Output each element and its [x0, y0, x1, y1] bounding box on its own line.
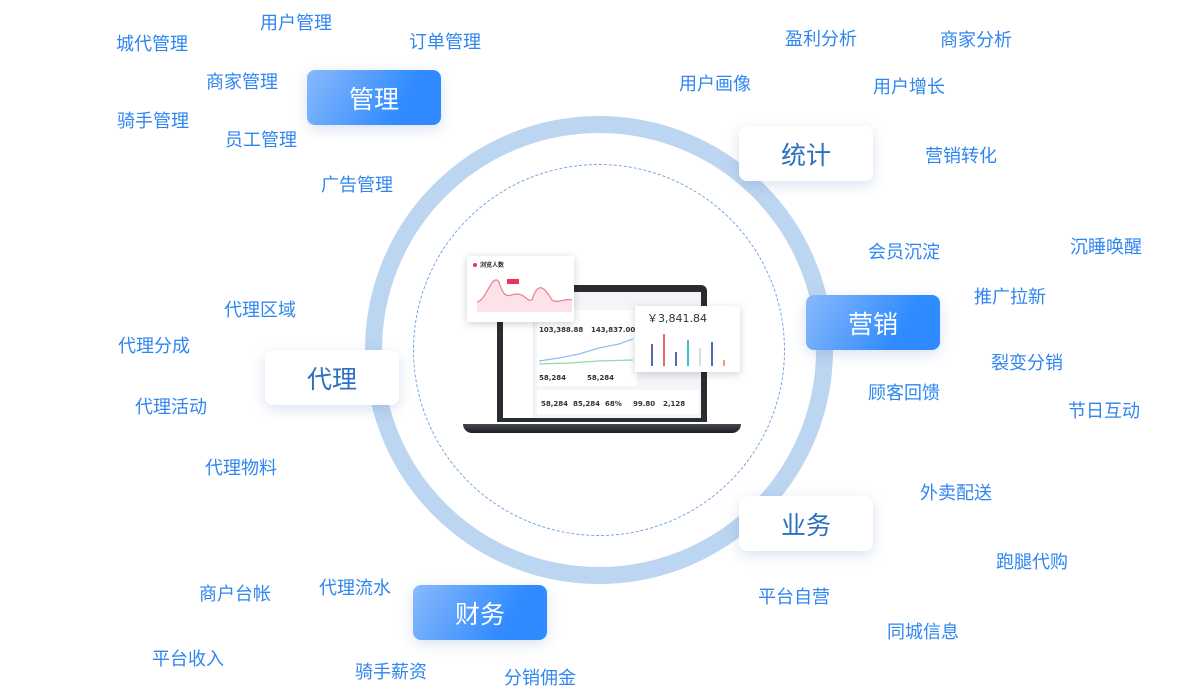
feature-label: 商户台帐	[199, 584, 271, 605]
stat-value: 58,284	[541, 400, 569, 408]
feature-label: 跑腿代购	[996, 552, 1068, 573]
feature-label: 沉睡唤醒	[1070, 237, 1142, 258]
stats-panel	[537, 390, 699, 414]
stat-value: 2,128	[663, 400, 686, 408]
feature-label: 用户画像	[679, 74, 751, 95]
feature-label: 广告管理	[321, 175, 393, 196]
feature-label: 同城信息	[887, 622, 959, 643]
inner-dashed-circle	[413, 164, 785, 536]
feature-label: 城代管理	[116, 34, 188, 55]
feature-label: 外卖配送	[920, 483, 992, 504]
laptop-base	[463, 424, 741, 433]
category-agent[interactable]: 代理	[265, 350, 399, 405]
category-finance[interactable]: 财务	[413, 585, 547, 640]
feature-label: 分销佣金	[504, 668, 576, 689]
category-business[interactable]: 业务	[739, 496, 873, 551]
feature-label: 推广拉新	[974, 287, 1046, 308]
feature-label: 用户管理	[260, 13, 332, 34]
feature-label: 盈利分析	[785, 29, 857, 50]
feature-label: 裂变分销	[991, 353, 1063, 374]
bar-chart	[651, 334, 725, 366]
category-management[interactable]: 管理	[307, 70, 441, 125]
stat-value: 85,284	[573, 400, 601, 408]
dashboard-panel	[537, 310, 637, 386]
line-chart	[539, 338, 633, 365]
feature-label: 员工管理	[225, 130, 297, 151]
stat-value: 143,837.00	[591, 326, 636, 334]
feature-label: 代理物料	[205, 458, 277, 479]
area-chart	[477, 279, 572, 312]
visitors-card: 浏览人数	[467, 256, 574, 322]
feature-label: 代理分成	[118, 336, 190, 357]
stat-value: 99.80	[633, 400, 656, 408]
category-statistics[interactable]: 统计	[739, 126, 873, 181]
feature-label: 骑手管理	[117, 111, 189, 132]
stat-value: 68%	[605, 400, 622, 408]
feature-label: 骑手薪资	[355, 662, 427, 683]
feature-label: 商家管理	[206, 72, 278, 93]
feature-label: 会员沉淀	[868, 242, 940, 263]
feature-label: 平台自营	[758, 587, 830, 608]
stat-value: 58,284	[539, 374, 567, 382]
feature-label: 订单管理	[409, 32, 481, 53]
feature-label: 营销转化	[925, 146, 997, 167]
feature-label: 代理区域	[224, 300, 296, 321]
stat-value: 103,388.88	[539, 326, 584, 334]
feature-label: 平台收入	[152, 649, 224, 670]
stat-value: 58,284	[587, 374, 615, 382]
card-title: 浏览人数	[480, 262, 505, 269]
feature-label: 顾客回馈	[868, 383, 940, 404]
feature-label: 代理流水	[319, 578, 391, 599]
feature-label: 节日互动	[1068, 401, 1140, 422]
revenue-card: ￥3,841.84	[635, 306, 740, 372]
feature-label: 用户增长	[873, 77, 945, 98]
revenue-amount: ￥3,841.84	[647, 312, 707, 325]
dot-icon	[473, 263, 477, 267]
feature-label: 商家分析	[940, 30, 1012, 51]
feature-label: 代理活动	[135, 397, 207, 418]
category-marketing[interactable]: 营销	[806, 295, 940, 350]
